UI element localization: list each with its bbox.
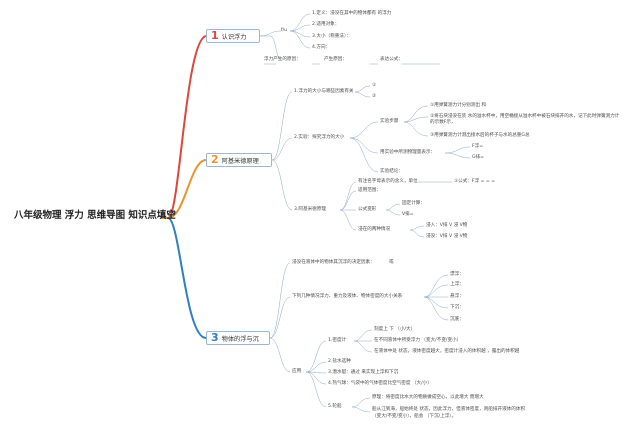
node-balloon: 4.热气球：气袋中的气体密度比空气密度 （大/小）: [328, 381, 432, 386]
node-factor-1: ①: [372, 83, 377, 88]
node-hydrometer-a: 刻度上 下 （小/大）: [374, 327, 416, 332]
node-direction: 4.方向：: [312, 45, 331, 50]
node-cause2: 产生原因：: [324, 57, 347, 62]
node-ship-c: （变大/不变/变小），船会 （下沉/上浮）。: [372, 414, 457, 419]
node-formula: ①公式：F浮 = = =: [454, 179, 496, 184]
node-relation: 下列几种情况浮力、重力及液体、物体密度的大小关系: [292, 294, 403, 299]
node-state-suspend: 悬浮：: [450, 294, 464, 299]
branch-label-3: 物体的浮与沉: [221, 335, 259, 343]
node-deform: 公式变形: [358, 207, 377, 212]
node-experiment: 2.实验：探究浮力的大小: [294, 135, 345, 140]
node-calc: 固定计算：: [402, 201, 425, 206]
node-conclusion: 实验结论：: [380, 169, 403, 174]
node-g-displaced: G排=: [472, 155, 485, 160]
node-object: 2.适用对象：: [312, 22, 340, 27]
node-factors: 1.浮力的大小与哪些因素有关: [294, 89, 354, 94]
node-hydrometer-b: 在不同液体中所受浮力 （变大/不变/变小）: [374, 338, 462, 343]
node-factor-2: ②: [372, 94, 377, 99]
node-hydrometer-c: 在液体中处 状态，液体密度越大，密度计浸入的体积越 ，露出的体积越: [374, 349, 520, 354]
branch-number-3: 3: [211, 331, 219, 344]
node-steps: 实验步骤: [380, 119, 399, 124]
branch-node-1: 1 认识浮力: [206, 29, 260, 43]
node-fu: f/u: [281, 28, 288, 33]
node-definition: 1.定义：浸没在其中的物体都有 的浮力: [312, 11, 392, 16]
node-submarine: 3.潜水艇：通过 来实现上浮和下沉: [328, 370, 399, 375]
node-archimedes: 3.阿基米德原理: [294, 207, 326, 212]
node-cause: 浮力产生的原因：: [264, 57, 301, 62]
node-seed-selection: 2.盐水选种: [328, 359, 351, 364]
node-step-3: ③用弹簧测力计测出接水后的杯子与水的总重G总: [430, 133, 530, 138]
branch-label-1: 认识浮力: [221, 33, 247, 41]
branch-number-2: 2: [211, 153, 219, 166]
node-state-bottom: 沉底：: [450, 317, 464, 322]
node-content: 有注名字母表示的含义，单位: [358, 179, 418, 184]
node-hydrometer: 1.密度计: [328, 338, 347, 343]
node-case-1: 浸入：V排 V 浸 V物: [426, 223, 468, 228]
node-case-2: 浸没：V排 V 浸 V物: [426, 234, 468, 239]
node-state-float: 漂浮：: [450, 272, 464, 277]
node-ship-a: 原理：将密度比水大的物质做成空心，以此增大 而增大: [372, 395, 484, 400]
mind-map-title: 八年级物理 浮力 思维导图 知识点填空: [14, 210, 176, 221]
node-condition: 浸没在液体中的物体其沉浮的决定因素：: [292, 260, 375, 265]
branch-node-2: 2 阿基米德原理: [206, 153, 272, 167]
node-ship-b: 船从江到海，船始终处 状态，因此浮力，但液体密度，则船排开液体的体积: [372, 407, 526, 412]
node-step-2: ②将石块浸没在装 水的溢水杯中，用空桶接从溢水杯中被石块排开的水，记下此时弹簧测…: [430, 114, 620, 125]
node-condition-2: 或: [389, 260, 394, 265]
node-ship: 5.轮船: [328, 404, 342, 409]
node-f-buoyancy: F浮=: [472, 144, 484, 149]
node-two-cases: 浸在的两种情况: [358, 227, 391, 232]
node-state-sink: 下沉：: [450, 305, 464, 310]
node-vp: V排=: [402, 212, 414, 217]
node-state-rise: 上浮：: [450, 282, 464, 287]
node-range: 适用范围：: [358, 188, 381, 193]
node-size: 3.大小（称重法）：: [312, 34, 351, 39]
branch-node-3: 3 物体的浮与沉: [206, 331, 270, 345]
node-step-1: ①用弹簧测力计分别测出 和: [430, 103, 487, 108]
branch-number-1: 1: [211, 29, 219, 42]
node-application: 应用: [292, 369, 302, 374]
branch-label-2: 阿基米德原理: [221, 157, 259, 165]
node-expression: 表达公式：: [380, 57, 403, 62]
node-representation: 用实验中所测物理量表示：: [380, 150, 436, 155]
